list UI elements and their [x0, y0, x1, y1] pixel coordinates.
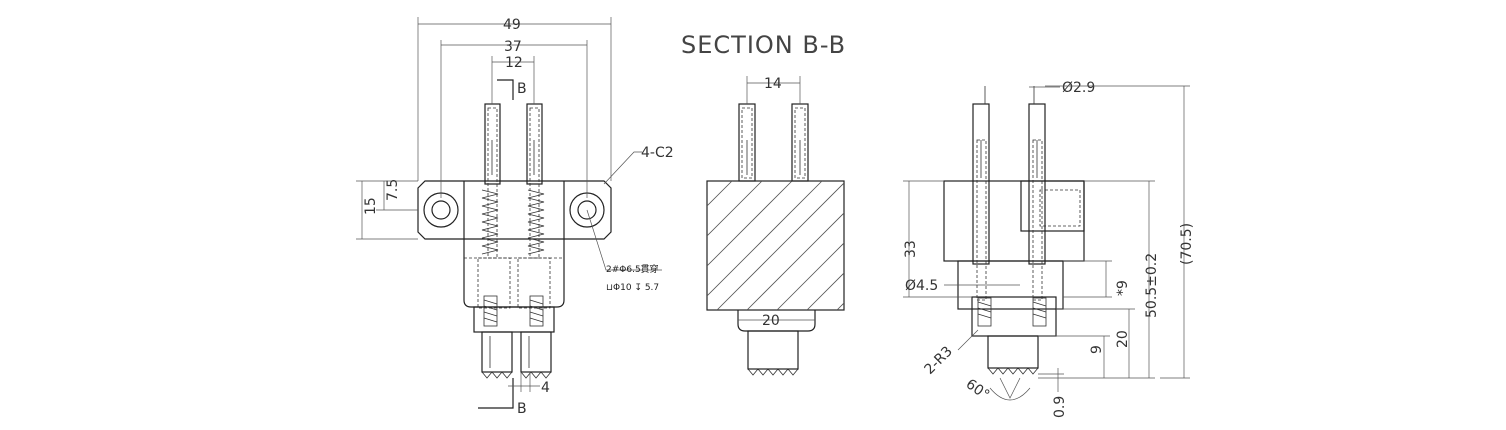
side-tip [987, 335, 1039, 369]
pin-right [526, 103, 543, 185]
radius-leader [957, 329, 979, 351]
side-pin-left-core [976, 139, 987, 301]
side-screw-threads [977, 301, 1047, 319]
screw-left [483, 295, 498, 327]
side-dim-body-height: 33 [903, 240, 919, 258]
hole-note-line2: ⊔Φ10 ↧ 5.7 [606, 283, 659, 293]
section-tip [747, 330, 799, 370]
section-marker-top: B [517, 81, 527, 97]
spring-left [481, 189, 499, 255]
side-pin-left [972, 103, 990, 265]
section-marker-bottom-line [478, 378, 514, 409]
side-view: Ø2.9 33 Ø4.5 *9 50.5±0.2 (70.5) 20 9 [903, 80, 1195, 418]
side-dim-total: 50.5±0.2 [1144, 253, 1160, 318]
section-body [706, 180, 845, 311]
front-body [463, 181, 565, 308]
front-flange [417, 180, 612, 240]
dim-pin-spacing: 12 [505, 55, 523, 71]
section-pin-right-core [794, 107, 806, 179]
front-serration-left [481, 371, 513, 379]
side-dim-pin-diameter: Ø2.9 [1062, 80, 1095, 96]
section-marker-bottom: B [517, 401, 527, 417]
side-pin-right-core [1032, 139, 1043, 301]
section-title: SECTION B-B [681, 31, 846, 59]
mount-hole-left-inner [431, 200, 451, 220]
angle-lines [999, 377, 1021, 399]
hole-note-line1: 2#Φ6.5貫穿 [606, 263, 659, 275]
front-serration-right [520, 371, 552, 379]
section-dim-base-width: 20 [762, 313, 780, 329]
screw-right [529, 295, 544, 327]
front-lower-socket [473, 306, 555, 333]
section-pin-left-core [741, 107, 753, 179]
section-view: 14 20 [706, 76, 845, 376]
side-pin-right [1028, 103, 1046, 265]
side-dim-lower: 20 [1115, 330, 1131, 348]
pin-right-core [529, 107, 540, 259]
screw-threads [483, 299, 544, 323]
section-marker-top-line [497, 79, 514, 100]
dim-overall: 49 [503, 17, 521, 33]
pin-left-core [487, 107, 498, 259]
dim-height: 15 [363, 197, 379, 215]
side-dim-lower-small: 9 [1089, 345, 1105, 354]
front-inner-block-left [477, 257, 511, 309]
section-hatch [707, 181, 844, 310]
section-dim-pin-spacing: 14 [764, 76, 782, 92]
side-serration [987, 367, 1039, 375]
front-tip-left [481, 331, 513, 373]
chamfer-note: 4-C2 [641, 145, 674, 161]
mount-hole-right-inner [577, 200, 597, 220]
pin-left [484, 103, 501, 185]
side-cap-inner [1039, 189, 1081, 227]
dim-half-height: 7.5 [385, 179, 401, 201]
chamfer-leader [603, 151, 642, 185]
side-upper-body [943, 180, 1085, 262]
side-lower-body [971, 296, 1057, 337]
dim-hole-spacing: 37 [504, 39, 522, 55]
front-tip-right [520, 331, 552, 373]
side-dim-radius: 2-R3 [922, 343, 956, 377]
side-dim-bore: Ø4.5 [905, 278, 938, 294]
dim-pin-width: 4 [541, 380, 550, 396]
side-dim-tip: 0.9 [1052, 396, 1068, 418]
section-serration [747, 368, 799, 376]
front-inner-block-right [517, 257, 551, 309]
front-view: B B 49 37 12 15 7.5 4-C2 2#Φ6.5貫穿 ⊔Φ10 ↧… [356, 17, 674, 417]
side-dim-step: *9 [1115, 280, 1131, 296]
angle-arc [989, 387, 1031, 401]
hole-note-leader [586, 209, 662, 271]
mount-hole-left [423, 192, 459, 228]
side-dim-reference: (70.5) [1179, 223, 1195, 265]
side-cap [1020, 180, 1085, 232]
side-dim-angle: 60° [963, 376, 993, 403]
